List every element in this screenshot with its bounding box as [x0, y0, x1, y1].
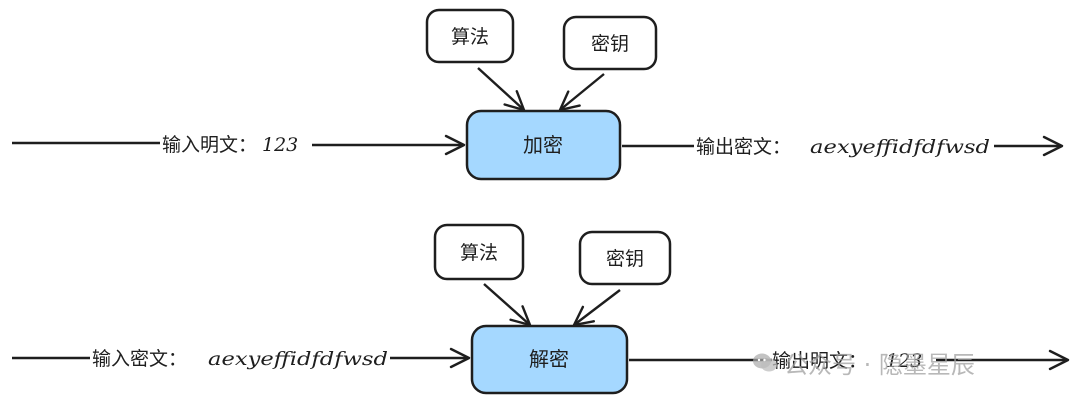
encrypt-input-label: 输入明文：: [162, 134, 257, 156]
algo-to-decrypt-arrow: [483, 283, 532, 327]
decrypt-input-label: 输入密文：: [92, 348, 187, 370]
decrypt-algo-label: 算法: [460, 242, 498, 264]
encrypt-output-value: aexyeffidfdfwsd: [810, 136, 990, 158]
decrypt-box: 解密: [470, 324, 629, 395]
decrypt-key-box: 密钥: [578, 230, 672, 286]
encrypt-box: 加密: [465, 109, 622, 181]
decrypt-algo-box: 算法: [433, 223, 525, 281]
encrypt-box-label: 加密: [523, 133, 563, 157]
encrypt-output-label: 输出密文：: [696, 136, 791, 158]
encrypt-algo-label: 算法: [451, 26, 489, 48]
decrypt-key-label: 密钥: [606, 248, 644, 270]
decrypt-box-label: 解密: [529, 347, 569, 371]
encrypt-flow: 算法 密钥 加密 输入明文： 123 输出密文： aexyeffidfdfwsd: [12, 8, 1064, 181]
encrypt-key-label: 密钥: [591, 33, 629, 55]
decrypt-output-value: 123: [886, 350, 922, 372]
decrypt-output-label: 输出明文：: [772, 350, 867, 372]
encrypt-algo-box: 算法: [425, 8, 515, 64]
decrypt-input-value: aexyeffidfdfwsd: [208, 348, 388, 370]
key-to-encrypt-arrow: [558, 73, 605, 112]
algo-to-encrypt-arrow: [477, 67, 526, 112]
decrypt-flow: 算法 密钥 解密 输入密文： aexyeffidfdfwsd 输出明文： 123: [12, 223, 1070, 395]
key-to-decrypt-arrow: [572, 289, 621, 327]
encrypt-key-box: 密钥: [562, 15, 658, 71]
encrypt-input-value: 123: [262, 134, 298, 156]
